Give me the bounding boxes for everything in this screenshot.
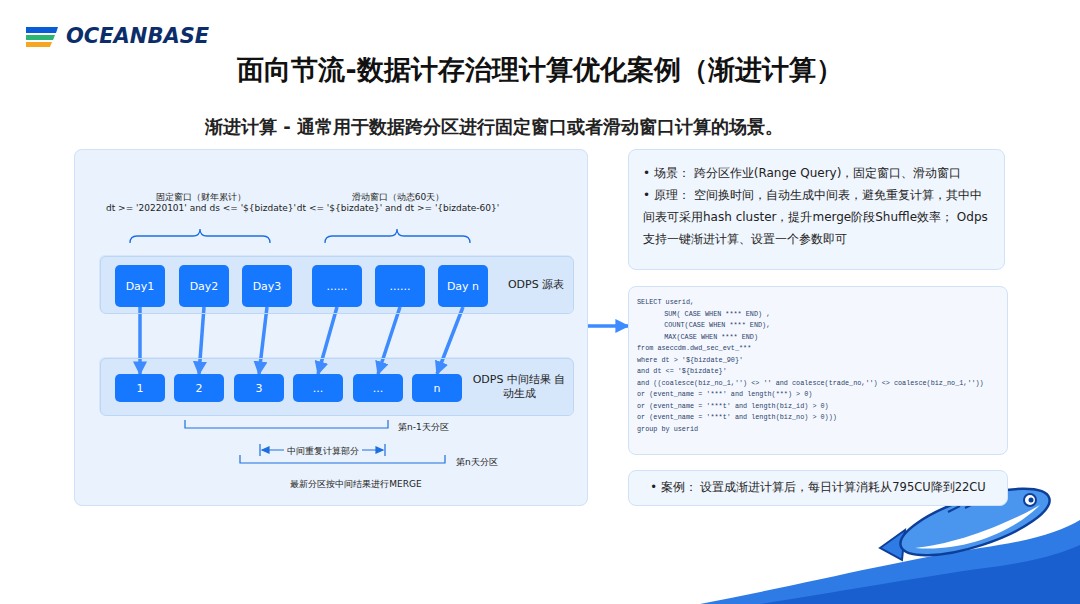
node-text: Day2 <box>190 280 219 293</box>
panel-fill <box>74 149 588 506</box>
table-band: Day1 Day2 Day3............ Day n ODPS 源表 <box>100 256 574 314</box>
node-text: • 案例： 设置成渐进计算后，每日计算消耗从795CU降到22CU <box>637 480 999 495</box>
diagram-note: 固定窗口（财年累计） <box>156 191 246 204</box>
diagram-note: 最新分区按中间结果进行MERGE <box>290 478 421 491</box>
subtitle: 渐进计算 - 通常用于数据跨分区进行固定窗口或者滑动窗口计算的场景。 <box>205 115 783 139</box>
node-text: ODPS 源表 <box>501 278 571 292</box>
logo-text: OCEANBASE <box>66 24 209 48</box>
band-fill <box>99 357 573 415</box>
code-box: SELECT userid,SUM( CASE WHEN **** END) ,… <box>628 286 1008 455</box>
node-text: 3 <box>256 382 263 395</box>
flow-arrow <box>588 324 628 328</box>
partition-box: ...... <box>375 265 425 307</box>
logo-icon <box>26 27 58 47</box>
diagram-note: 滑动窗口（动态60天） <box>352 191 444 204</box>
flow-arrow <box>437 307 463 374</box>
flow-arrow <box>138 307 142 374</box>
diagram-panel: Day1 Day2 Day3............ Day n ODPS 源表 1 2 3.… <box>74 149 588 506</box>
diagram-note: 第n-1天分区 <box>398 421 449 434</box>
code-line: or (event_name = '***' and length(***) >… <box>637 389 999 401</box>
flow-arrow <box>259 307 267 374</box>
code-line: group by userid <box>637 424 999 436</box>
node-text: ... <box>373 382 384 395</box>
code-line: where dt > '${bizdate_90}' <box>637 355 999 367</box>
flow-arrow <box>199 307 204 374</box>
node-text: ...... <box>390 280 411 293</box>
node-text: Day3 <box>253 280 282 293</box>
case-box: • 案例： 设置成渐进计算后，每日计算消耗从795CU降到22CU <box>628 470 1008 506</box>
flow-arrow <box>318 307 337 374</box>
code-line: SELECT userid, <box>637 297 999 309</box>
code-line: or (event_name = '***t' and length(biz_n… <box>637 412 999 424</box>
result-box: ... <box>353 374 403 402</box>
node-text: • 原理： 空间换时间，自动生成中间表，避免重复计算，其中中间表可采用hash … <box>643 184 990 250</box>
result-box: n <box>412 374 462 402</box>
flow-arrow <box>378 307 400 374</box>
table-band: 1 2 3...... n ODPS 中间结果 自动生成 <box>100 358 574 416</box>
code-line: and dt <= '${bizdate}' <box>637 366 999 378</box>
diagram-note: dt <= '${bizdate}' and dt >= '{bizdate-6… <box>297 203 499 213</box>
code-line: and ((coalesce(biz_no_1,'') <> '' and co… <box>637 378 999 390</box>
diagram-note: dt >= '20220101' and ds <= '${bizdate}' <box>106 203 296 213</box>
node-text: 2 <box>196 382 203 395</box>
info-box: • 场景： 跨分区作业(Range Query)，固定窗口、滑动窗口• 原理： … <box>628 149 1005 270</box>
code-line: COUNT(CASE WHEN **** END), <box>637 320 999 332</box>
code-line: MAX(CASE WHEN **** END) <box>637 332 999 344</box>
code-line: SUM( CASE WHEN **** END) , <box>637 309 999 321</box>
node-text: ... <box>313 382 324 395</box>
result-box: 2 <box>174 374 224 402</box>
node-text: ODPS 中间结果 自动生成 <box>469 373 569 401</box>
node-text: Day1 <box>126 280 155 293</box>
partition-box: Day3 <box>242 265 292 307</box>
node-text: 1 <box>137 382 144 395</box>
partition-box: ...... <box>312 265 362 307</box>
diagram-note: 第n天分区 <box>456 456 498 469</box>
code-line: or (event_name = '***t' and length(biz_i… <box>637 401 999 413</box>
result-box: 3 <box>234 374 284 402</box>
partition-box: Day2 <box>179 265 229 307</box>
result-box: ... <box>293 374 343 402</box>
node-text: ...... <box>327 280 348 293</box>
node-text: Day n <box>447 280 479 293</box>
code-line: from aseccdm.dwd_sec_evt_*** <box>637 343 999 355</box>
diagram-note: 中间重复计算部分 <box>284 445 362 458</box>
node-text: n <box>434 382 441 395</box>
partition-box: Day n <box>438 265 488 307</box>
band-fill <box>99 255 573 313</box>
title: 面向节流-数据计存治理计算优化案例（渐进计算） <box>0 52 1080 88</box>
result-box: 1 <box>115 374 165 402</box>
node-text: • 场景： 跨分区作业(Range Query)，固定窗口、滑动窗口 <box>643 162 990 184</box>
partition-box: Day1 <box>115 265 165 307</box>
brace <box>130 229 470 243</box>
